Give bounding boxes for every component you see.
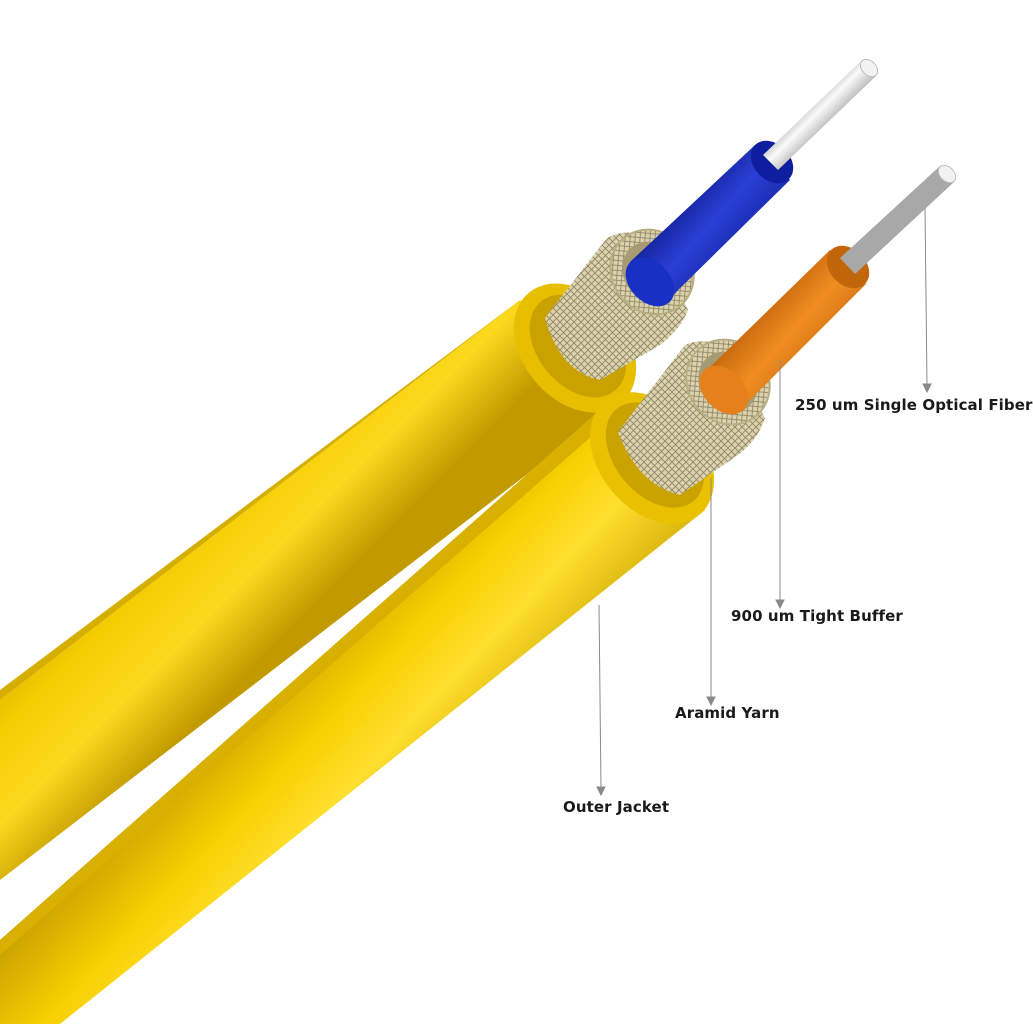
- lower-jacket: [0, 410, 705, 1024]
- upper-jacket: [0, 300, 630, 880]
- tight-buffer-label: 900 um Tight Buffer: [731, 607, 903, 625]
- lower-tight-buffer: [705, 250, 866, 408]
- jacket-leader-line: [598, 604, 602, 790]
- leader-lines: [596, 207, 932, 797]
- outer-jacket-label: Outer Jacket: [563, 798, 670, 816]
- lower-cable: [0, 164, 957, 1024]
- upper-tight-buffer: [630, 145, 790, 300]
- upper-cable: [0, 58, 879, 880]
- aramid-yarn-label: Aramid Yarn: [675, 704, 780, 722]
- fiber-label: 250 um Single Optical Fiber: [795, 396, 1033, 414]
- upper-optical-fiber: [763, 60, 876, 170]
- lower-optical-fiber: [840, 166, 954, 274]
- fiber-leader-line: [924, 207, 928, 387]
